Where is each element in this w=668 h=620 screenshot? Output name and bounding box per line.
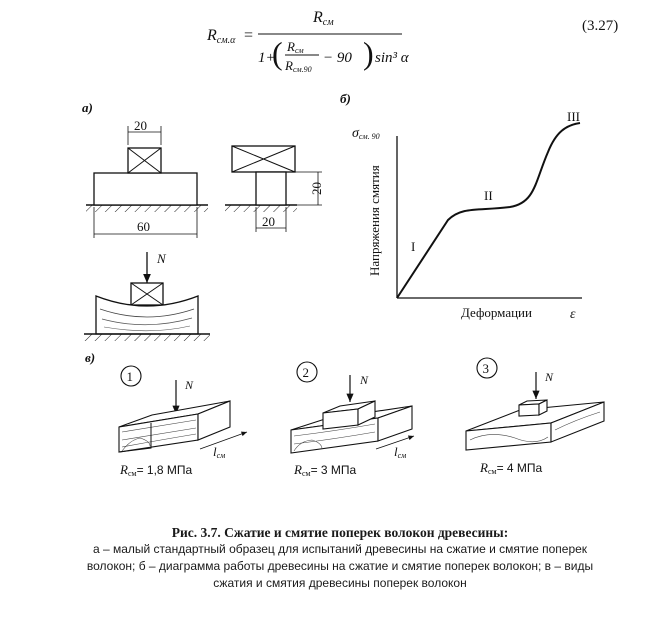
specimen-2-resistance: Rсм= 3 МПа <box>293 462 357 478</box>
specimen-3-punch <box>518 403 540 417</box>
formula-sine-term: sin³ α <box>375 50 410 66</box>
column-block <box>255 171 287 206</box>
formula-numerator: Rсм <box>312 9 334 28</box>
specimen-2-length-arrow <box>375 435 415 450</box>
specimen-3: 3 N Rсм= 4 МПа <box>465 357 605 476</box>
x-axis-label: Деформации <box>461 305 532 320</box>
y-axis-label: Напряжения смятия <box>367 165 382 276</box>
stress-strain-curve <box>396 122 581 299</box>
specimen-2-number: 2 <box>303 365 310 380</box>
specimen-2: 2 N lсм Rсм= 3 МПа <box>290 361 415 478</box>
dim-right-width-20: 20 <box>262 214 275 229</box>
formula-equals: = <box>244 27 253 44</box>
specimen-1-length: lсм <box>213 444 225 460</box>
ground-hatch-left <box>86 205 208 212</box>
specimen-2-number-circle <box>296 361 318 383</box>
formula-minus-ninety: − 90 <box>323 50 352 66</box>
specimen-3-resistance: Rсм= 4 МПа <box>479 460 543 476</box>
dim-right-height-20: 20 <box>309 182 324 195</box>
figure-caption: Рис. 3.7. Сжатие и смятие поперек волоко… <box>40 524 640 592</box>
load-label-a: N <box>156 251 167 266</box>
formula: Rсм.α = Rсм 1+ ( Rсм Rсм.90 − 90 ) sin³ … <box>206 9 618 74</box>
panel-v-label: в) <box>85 350 95 365</box>
panel-b-diagram: б) σсм. 90 Напряжения смятия Деформации … <box>340 91 582 322</box>
formula-one-plus: 1+ <box>258 50 276 66</box>
formula-inner-numerator: Rсм <box>286 39 304 55</box>
specimen-2-load-label: N <box>359 373 369 387</box>
ground-hatch-loaded <box>84 334 210 341</box>
caption-title: Рис. 3.7. Сжатие и смятие поперек волоко… <box>171 525 509 540</box>
specimen-1-load-label: N <box>184 378 194 392</box>
base-block <box>93 172 198 206</box>
specimen-1-resistance: Rсм= 1,8 МПа <box>119 462 193 478</box>
caption-line-3: сжатия и смятия древесины поперек волоко… <box>213 576 467 590</box>
panel-a: а) 20 60 20 20 <box>82 100 324 341</box>
equation-number: (3.27) <box>582 18 618 34</box>
formula-left-paren: ( <box>272 35 283 71</box>
deformed-base-block <box>95 295 199 335</box>
specimen-2-punch <box>322 408 359 430</box>
specimen-1-number-circle <box>120 365 142 387</box>
formula-lhs: Rсм.α <box>206 27 236 46</box>
caption-line-1: а – малый стандартный образец для испыта… <box>92 542 588 556</box>
stage-label-2: II <box>484 188 493 203</box>
ground-hatch-right <box>225 205 297 212</box>
caption-line-2: волокон; б – диаграмма работы древесины … <box>86 559 594 573</box>
panel-v: в) 1 N lсм Rсм= 1,8 МПа 2 N <box>85 350 605 478</box>
stage-label-3: III <box>567 109 580 124</box>
formula-right-paren: ) <box>363 35 374 71</box>
specimen-1-length-arrow <box>199 431 248 450</box>
dim-top-20: 20 <box>134 118 147 133</box>
y-axis-symbol: σсм. 90 <box>352 126 380 141</box>
specimen-3-number-circle <box>476 357 498 379</box>
dim-bottom-60: 60 <box>137 219 150 234</box>
specimen-1: 1 N lсм Rсм= 1,8 МПа <box>118 365 248 478</box>
stage-label-1: I <box>411 239 415 254</box>
formula-inner-denominator: Rсм.90 <box>284 58 312 74</box>
specimen-1-number: 1 <box>127 369 134 384</box>
panel-b-label: б) <box>340 91 351 106</box>
x-axis-symbol: ε <box>570 307 576 322</box>
specimen-3-number: 3 <box>483 361 490 376</box>
panel-a-label: а) <box>82 100 93 115</box>
specimen-2-length: lсм <box>394 444 406 460</box>
figure-canvas: Rсм.α = Rсм 1+ ( Rсм Rсм.90 − 90 ) sin³ … <box>82 9 618 478</box>
specimen-3-load-label: N <box>544 370 554 384</box>
